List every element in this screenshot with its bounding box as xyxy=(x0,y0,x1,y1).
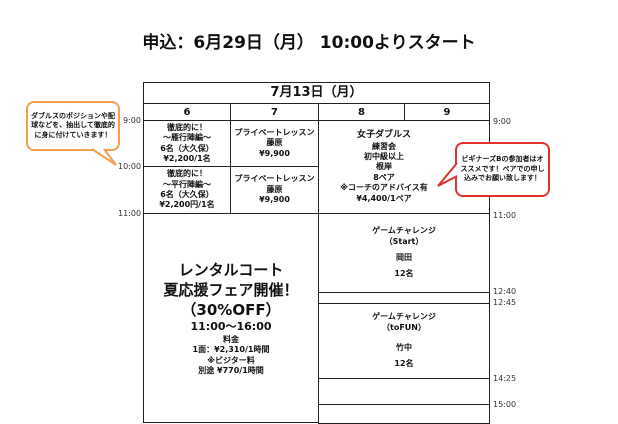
time-label: 9:00 xyxy=(493,117,511,126)
rental-line: ※ビジター料 xyxy=(207,355,255,365)
lesson-line: 12名 xyxy=(394,359,414,369)
lesson-line: ～平行陣編～ xyxy=(163,179,211,189)
lesson-gankou[interactable]: 徹底的に！ ～雁行陣編～ 6名（大久保） ¥2,200/1名 xyxy=(143,120,231,167)
time-label: 10:00 xyxy=(118,162,142,171)
lesson-line: 8ペア xyxy=(373,172,395,182)
empty-slot xyxy=(318,404,490,424)
date-header: 7月13日（月） xyxy=(143,82,490,104)
lesson-line: ¥9,900 xyxy=(259,148,290,158)
rental-line: 1面：¥2,310/1時間 xyxy=(192,345,270,355)
court-6-header: 6 xyxy=(143,103,231,121)
rental-line: 11:00～16:00 xyxy=(190,320,272,334)
lesson-line: 藤原 xyxy=(266,184,283,194)
empty-slot xyxy=(318,378,490,405)
lesson-line: 練習会 xyxy=(372,141,396,151)
lesson-line: ゲームチャレンジ xyxy=(372,226,436,236)
time-label: 12:45 xyxy=(493,298,517,307)
left-callout: ダブルスのポジションや配球などを、抽出して徹底的に身に付けていきます！ xyxy=(26,101,120,151)
right-callout-tail xyxy=(437,162,458,187)
court-9-header: 9 xyxy=(404,103,490,121)
lesson-heikou[interactable]: 徹底的に！ ～平行陣編～ 6名（大久保） ¥2,200円/1名 xyxy=(143,166,231,214)
rental-line: 別途 ¥770/1時間 xyxy=(198,365,264,375)
lesson-private-2[interactable]: プライベートレッスン 藤原 ¥9,900 xyxy=(230,166,319,214)
lesson-private-1[interactable]: プライベートレッスン 藤原 ¥9,900 xyxy=(230,120,319,167)
lesson-line: 岡田 xyxy=(396,253,412,262)
lesson-line: 藤原 xyxy=(266,138,283,148)
rental-court-block[interactable]: レンタルコート 夏応援フェア開催！ （30%OFF） 11:00～16:00 料… xyxy=(143,213,319,423)
rental-line: 夏応援フェア開催！ xyxy=(163,280,299,299)
time-label: 14:25 xyxy=(493,374,517,383)
lesson-line: ～雁行陣編～ xyxy=(163,133,211,143)
time-label: 11:00 xyxy=(118,209,142,218)
lesson-line: ¥2,200円/1名 xyxy=(159,200,215,210)
lesson-line: （Start） xyxy=(384,236,424,246)
left-callout-tail xyxy=(91,148,117,166)
lesson-line: （toFUN） xyxy=(382,322,426,332)
rental-line: （30%OFF） xyxy=(181,301,281,320)
lesson-line: 徹底的に！ xyxy=(167,169,207,179)
rental-line: 料金 xyxy=(223,334,239,344)
lesson-game-start[interactable]: ゲームチャレンジ （Start） 岡田 12名 xyxy=(318,213,490,293)
lesson-game-tofun[interactable]: ゲームチャレンジ （toFUN） 竹中 12名 xyxy=(318,303,490,379)
time-label: 9:00 xyxy=(123,116,141,125)
lesson-line: 6名（大久保） xyxy=(160,143,214,153)
lesson-line: ※コーチのアドバイス有 xyxy=(340,183,428,193)
lesson-line: 竹中 xyxy=(396,343,412,352)
page-title: 申込：6月29日（月） 10:00よりスタート xyxy=(142,33,476,53)
time-label: 15:00 xyxy=(493,400,517,409)
lesson-line: 6名（大久保） xyxy=(160,190,214,199)
time-label: 11:00 xyxy=(493,211,517,220)
lesson-line: プライベートレッスン xyxy=(234,174,315,184)
lesson-line: 女子ダブルス xyxy=(356,129,411,140)
right-callout: ビギナーズBの参加者はオススメです！ペアでの申し込みでお願い致します！ xyxy=(455,142,550,197)
lesson-line: ゲームチャレンジ xyxy=(372,312,436,322)
lesson-line: プライベートレッスン xyxy=(234,127,315,137)
lesson-line: 12名 xyxy=(394,269,414,279)
lesson-line: 根岸 xyxy=(376,162,392,172)
court-7-header: 7 xyxy=(230,103,319,121)
time-label: 12:40 xyxy=(493,287,517,296)
lesson-line: ¥9,900 xyxy=(259,195,290,205)
lesson-line: 徹底的に！ xyxy=(167,122,207,132)
rental-line: レンタルコート xyxy=(178,260,284,279)
court-8-header: 8 xyxy=(318,103,405,121)
lesson-line: 初中級以上 xyxy=(364,152,404,162)
lesson-line: ¥4,400/1ペア xyxy=(356,193,412,203)
lesson-line: ¥2,200/1名 xyxy=(163,153,211,163)
